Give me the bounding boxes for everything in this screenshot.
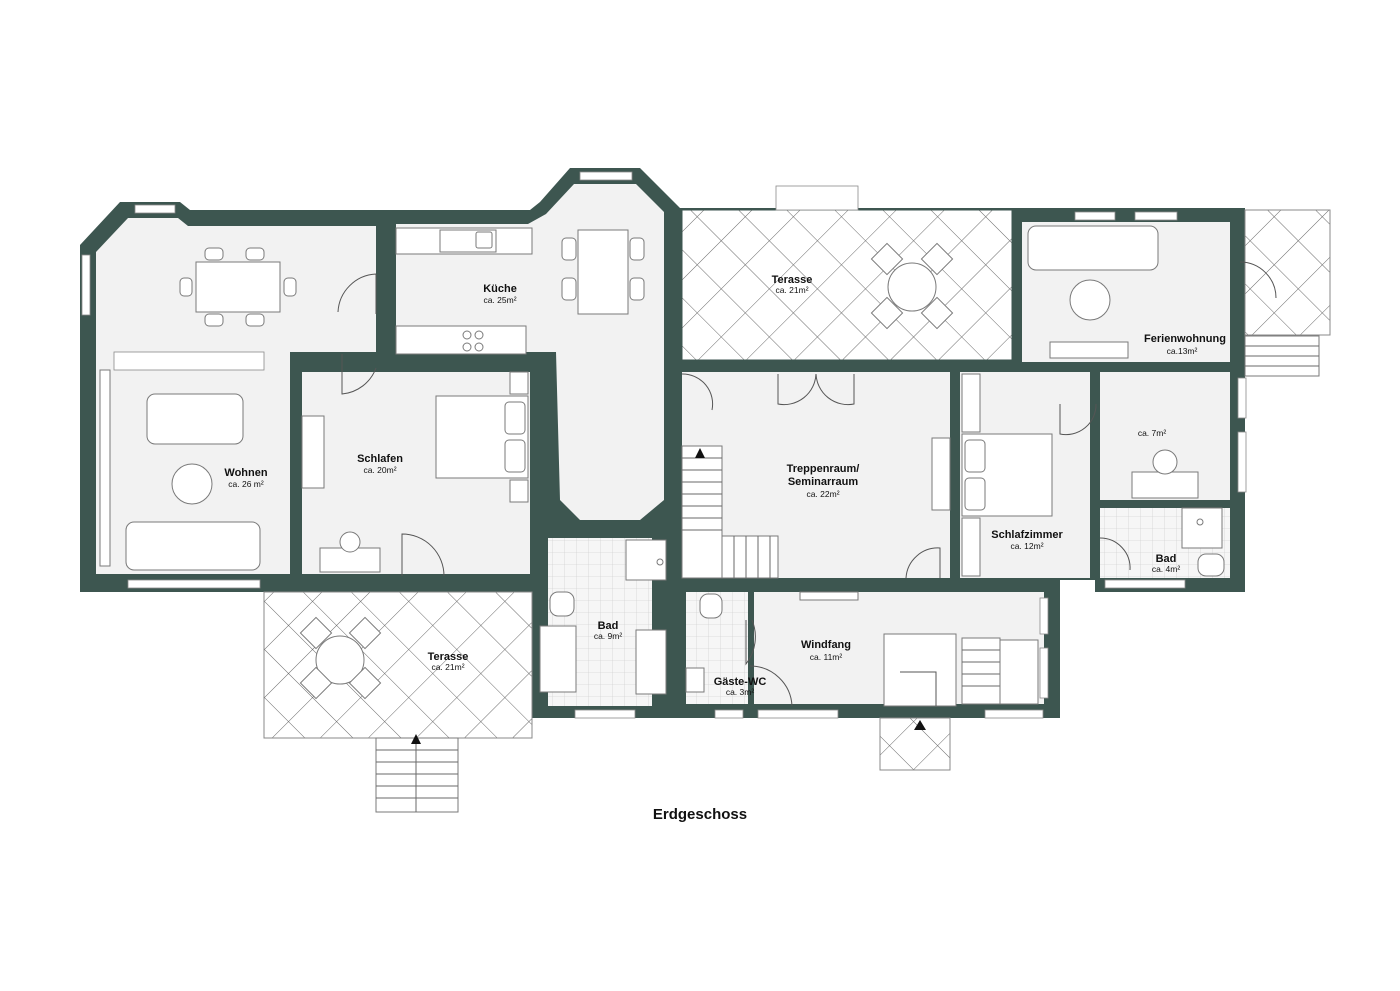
room-area-windfang: ca. 11m² <box>810 652 843 662</box>
room-area-ferienwohnung: ca.13m² <box>1167 346 1198 356</box>
kitchen-counter <box>395 227 533 355</box>
arrow-up-icon <box>695 448 705 458</box>
room-name-treppenraum-1: Treppenraum/ <box>787 463 860 475</box>
room-area-terasse-bottom: ca. 21m² <box>431 662 464 672</box>
room-area-terasse-top: ca. 21m² <box>775 285 808 295</box>
bed-icon <box>931 373 1053 577</box>
arrow-up-icon <box>914 720 926 730</box>
room-name-bad-right: Bad <box>1156 553 1177 565</box>
sofa-icon <box>1027 225 1159 359</box>
room-name-treppenraum-2: Seminarraum <box>788 476 859 488</box>
room-area-bad-center: ca. 9m² <box>594 631 623 641</box>
room-area-treppenraum: ca. 22m² <box>806 489 839 499</box>
desk-chair-icon <box>339 531 361 553</box>
toilet-icon <box>685 593 723 693</box>
stairs-icon <box>375 335 1320 813</box>
room-area-schlafzimmer: ca. 12m² <box>1010 541 1043 551</box>
arrow-up-icon <box>411 734 421 744</box>
windows <box>81 171 1247 719</box>
terraces <box>263 209 1331 771</box>
sofa-icon <box>99 369 261 571</box>
room-name-kueche: Küche <box>483 283 517 295</box>
plan-title: Erdgeschoss <box>652 806 748 823</box>
room-name-ferienwohnung: Ferienwohnung <box>1144 333 1226 345</box>
room-name-schlafzimmer: Schlafzimmer <box>991 529 1063 541</box>
sink-icon <box>475 231 493 249</box>
desk-chair-icon <box>1131 449 1199 499</box>
room-area-schlafen: ca. 20m² <box>363 465 396 475</box>
room-name-windfang: Windfang <box>801 639 851 651</box>
round-table-icon <box>870 242 954 330</box>
room-area-wohnen: ca. 26 m² <box>228 479 264 489</box>
round-table-icon <box>299 616 382 700</box>
room-area-arbeitsraum: ca. 7m² <box>1138 428 1167 438</box>
doors <box>337 261 1277 707</box>
room-name-terasse-top: Terasse <box>772 274 813 286</box>
stove-icon <box>462 330 484 352</box>
room-name-schlafen: Schlafen <box>357 453 403 465</box>
toilet-icon <box>549 591 575 617</box>
shower-icon <box>1181 507 1225 577</box>
toilet-icon <box>1197 553 1225 577</box>
shower-icon <box>539 539 667 695</box>
bed-icon <box>301 371 529 573</box>
dining-table-icon <box>561 229 645 315</box>
room-name-gaeste-wc: Gäste-WC <box>714 676 767 688</box>
room-area-gaeste-wc: ca. 3m² <box>726 687 755 697</box>
room-area-bad-right: ca. 4m² <box>1152 564 1181 574</box>
room-name-bad-center: Bad <box>598 620 619 632</box>
cabinet <box>799 591 957 707</box>
room-area-kueche: ca. 25m² <box>483 295 516 305</box>
room-name-wohnen: Wohnen <box>224 467 267 479</box>
room-name-terasse-bottom: Terasse <box>428 651 469 663</box>
dining-table-icon <box>179 247 297 327</box>
room-labels: Küche ca. 25m² Terasse ca. 21m² Ferienwo… <box>224 274 1226 697</box>
